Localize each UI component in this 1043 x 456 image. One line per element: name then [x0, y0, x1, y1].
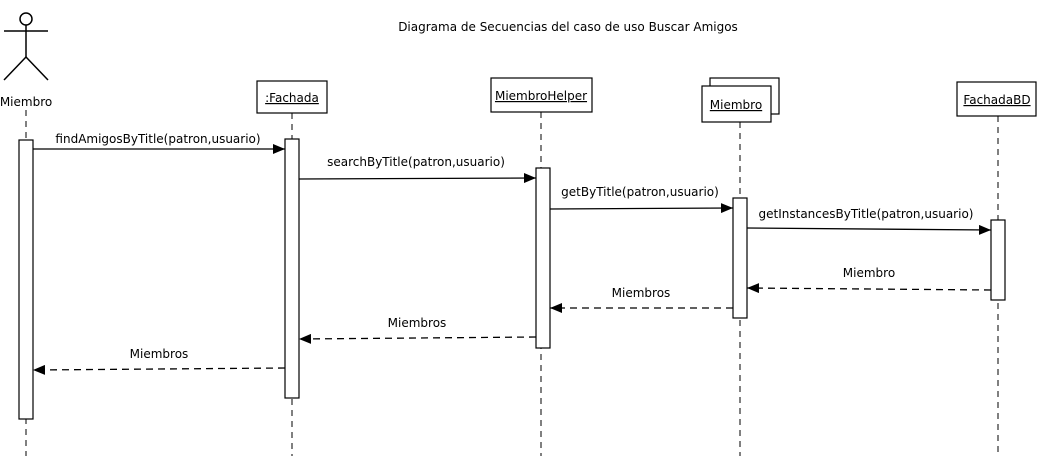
return-miembros-to-fachada: Miembros — [298, 316, 537, 344]
actor-miembro: Miembro — [0, 12, 52, 109]
return-label: Miembros — [130, 347, 189, 361]
message-label: getInstancesByTitle(patron,usuario) — [759, 207, 974, 221]
diagram-title: Diagrama de Secuencias del caso de uso B… — [398, 20, 738, 34]
return-label: Miembro — [843, 266, 895, 280]
participant-miembro-label: Miembro — [710, 98, 762, 112]
message-arrow — [298, 173, 537, 184]
participant-fachada-box — [256, 80, 328, 114]
return-arrow — [32, 364, 286, 375]
message-get-instances-by-title: getInstancesByTitle(patron,usuario) — [746, 207, 992, 235]
message-arrow — [746, 224, 992, 235]
message-label: searchByTitle(patron,usuario) — [327, 155, 505, 169]
message-find-amigos: findAmigosByTitle(patron,usuario) — [33, 132, 285, 154]
message-get-by-title: getByTitle(patron,usuario) — [549, 185, 734, 214]
message-label: getByTitle(patron,usuario) — [561, 185, 719, 199]
activation-fachadabd — [990, 219, 1006, 301]
participant-fachadabd-label: FachadaBD — [963, 93, 1030, 107]
activation-fachada — [284, 138, 300, 399]
message-search-by-title: searchByTitle(patron,usuario) — [298, 155, 537, 184]
actor-activation — [18, 139, 34, 420]
return-arrow — [298, 333, 537, 344]
return-label: Miembros — [612, 286, 671, 300]
participant-miembro: Miembro — [701, 77, 780, 123]
activation-miembro — [732, 197, 748, 319]
message-label: findAmigosByTitle(patron,usuario) — [55, 132, 260, 146]
participant-miembrohelper: MiembroHelper — [490, 77, 593, 113]
return-miembros-to-helper: Miembros — [550, 286, 733, 313]
stick-figure-actor-icon — [3, 12, 49, 81]
message-arrow — [549, 203, 734, 214]
participant-fachadabd: FachadaBD — [956, 81, 1037, 117]
return-miembros-to-actor: Miembros — [32, 347, 286, 375]
return-arrow — [746, 283, 992, 294]
participant-fachadabd-box — [956, 81, 1037, 117]
participant-fachada-label: :Fachada — [265, 91, 319, 105]
participant-fachada: :Fachada — [256, 80, 328, 114]
return-label: Miembros — [388, 316, 447, 330]
participant-miembrohelper-label: MiembroHelper — [495, 89, 587, 103]
participant-miembro-box — [701, 85, 772, 123]
actor-label: Miembro — [0, 95, 52, 109]
return-miembro: Miembro — [746, 266, 992, 294]
activation-miembrohelper — [535, 167, 551, 349]
participant-miembrohelper-box — [490, 77, 593, 113]
